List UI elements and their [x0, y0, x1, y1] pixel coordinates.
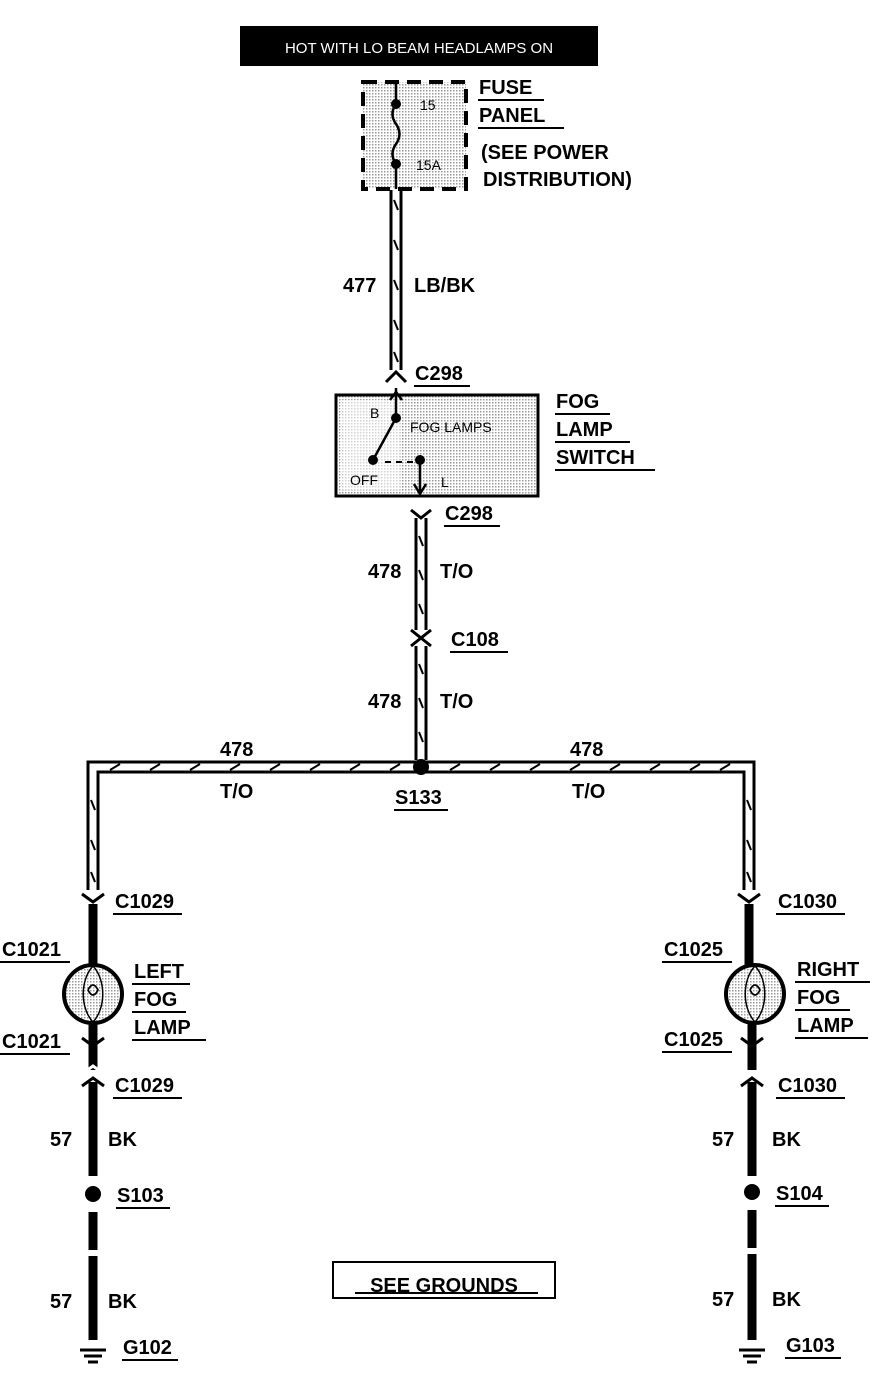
fuse-panel-title-1: FUSE [479, 77, 532, 99]
header-text: HOT WITH LO BEAM HEADLAMPS ON [285, 40, 553, 57]
wire-477 [389, 190, 403, 370]
left-lamp-title-3: LAMP [134, 1017, 191, 1039]
left-wire-lower-circuit: 57 [50, 1291, 72, 1313]
wire-478-right-circuit: 478 [570, 739, 603, 761]
left-lamp-branch [62, 892, 124, 1364]
left-ground: G102 [123, 1337, 172, 1359]
fuse-panel-note-2: DISTRIBUTION) [483, 169, 632, 191]
switch-title-3: SWITCH [556, 447, 635, 469]
fuse-element-icon [391, 103, 401, 165]
left-connector-lamp-lower: C1021 [2, 1031, 61, 1053]
left-wire-upper-color: BK [108, 1129, 137, 1151]
right-lamp-title-3: LAMP [797, 1015, 854, 1037]
right-lamp-branch [724, 892, 786, 1364]
wire-478-b-color: T/O [440, 691, 473, 713]
right-splice: S104 [776, 1183, 824, 1205]
left-wire-lower-color: BK [108, 1291, 137, 1313]
header-bar: HOT WITH LO BEAM HEADLAMPS ON [240, 26, 598, 66]
left-lamp-title-1: LEFT [134, 961, 184, 983]
wire-478-a-circuit: 478 [368, 561, 401, 583]
ground-g103-icon [739, 1348, 765, 1364]
switch-title-2: LAMP [556, 419, 613, 441]
right-wire-upper-circuit: 57 [712, 1129, 734, 1151]
switch-title-1: FOG [556, 391, 599, 413]
connector-c108-icon [410, 636, 432, 648]
connector-c108: C108 [451, 629, 499, 651]
fog-lamp-switch: B FOG LAMPS OFF L [334, 388, 540, 498]
right-connector-upper: C1030 [778, 891, 837, 913]
left-lamp-title-2: FOG [134, 989, 177, 1011]
wire-477-circuit: 477 [343, 275, 376, 297]
fuse-panel-note-1: (SEE POWER [481, 142, 609, 164]
wire-478-a [414, 518, 428, 630]
right-wire-upper-color: BK [772, 1129, 801, 1151]
right-ground: G103 [786, 1335, 835, 1357]
ground-g102-icon [80, 1348, 106, 1364]
connector-c298-top-icon [384, 369, 408, 384]
wire-478-left-circuit: 478 [220, 739, 253, 761]
switch-pos-fog: FOG LAMPS [410, 419, 492, 435]
connector-c298-top: C298 [415, 363, 463, 385]
right-connector-lower: C1030 [778, 1075, 837, 1097]
fuse-number: 15 [420, 97, 436, 113]
switch-pos-off: OFF [350, 472, 378, 488]
see-grounds-text: SEE GROUNDS [370, 1275, 518, 1297]
right-lamp-title-2: FOG [797, 987, 840, 1009]
fuse-panel: 15 15A [361, 80, 468, 191]
wire-478-a-color: T/O [440, 561, 473, 583]
wire-478-bus [86, 760, 756, 890]
right-connector-lamp-lower: C1025 [664, 1029, 723, 1051]
connector-c298-bottom: C298 [445, 503, 493, 525]
wire-478-right-color: T/O [572, 781, 605, 803]
left-wire-upper-circuit: 57 [50, 1129, 72, 1151]
wire-478-b [414, 646, 428, 760]
right-wire-lower-circuit: 57 [712, 1289, 734, 1311]
left-connector-upper: C1029 [115, 891, 174, 913]
right-connector-lamp-upper: C1025 [664, 939, 723, 961]
switch-pos-l: L [441, 474, 449, 490]
right-fog-lamp-bulb-icon [724, 963, 786, 1025]
right-wire-lower-color: BK [772, 1289, 801, 1311]
splice-s133: S133 [395, 787, 442, 809]
switch-lever-icon [371, 417, 398, 461]
left-connector-lamp-upper: C1021 [2, 939, 61, 961]
splice-s103-dot [85, 1186, 101, 1202]
connector-c298-bottom-icon [410, 508, 432, 520]
fuse-rating: 15A [416, 157, 442, 173]
left-fog-lamp-bulb-icon [62, 963, 124, 1025]
fuse-panel-title-2: PANEL [479, 105, 545, 127]
splice-s104-dot [744, 1184, 760, 1200]
switch-pos-b: B [370, 405, 379, 421]
right-lamp-title-1: RIGHT [797, 959, 859, 981]
wire-478-b-circuit: 478 [368, 691, 401, 713]
see-grounds-reference[interactable]: SEE GROUNDS [332, 1261, 556, 1299]
wire-477-color: LB/BK [414, 275, 476, 297]
wire-478-left-color: T/O [220, 781, 253, 803]
left-connector-lower: C1029 [115, 1075, 174, 1097]
left-splice: S103 [117, 1185, 164, 1207]
splice-s133-dot [413, 759, 429, 775]
